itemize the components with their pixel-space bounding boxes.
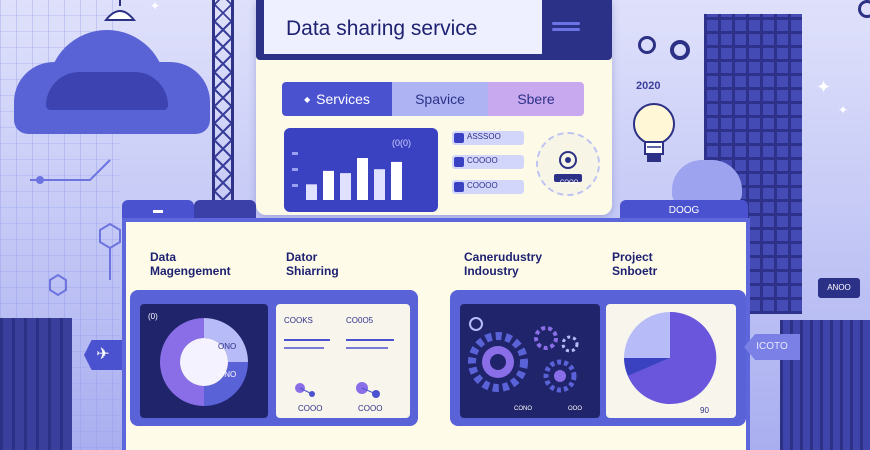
pie-value: 90 bbox=[700, 406, 709, 415]
tab-spavice[interactable]: Spavice bbox=[392, 82, 488, 116]
section-title-industry: Canerudustry Indoustry bbox=[464, 250, 543, 278]
window-tab-right[interactable]: DOOG bbox=[620, 200, 748, 222]
tag-badge[interactable]: ICOTO bbox=[744, 334, 800, 360]
sharing-lines bbox=[284, 339, 394, 349]
donut-corner-label: (0) bbox=[148, 312, 158, 321]
sparkle-icon: ✦ bbox=[816, 77, 832, 97]
crane-tower bbox=[212, 0, 234, 210]
sharing-item-label: COOKS bbox=[284, 316, 313, 325]
bar-chart bbox=[292, 152, 402, 200]
status-badge: ANOO bbox=[818, 278, 860, 298]
sharing-caption: COOO bbox=[358, 404, 383, 413]
lamp-icon bbox=[103, 0, 137, 21]
ring-icon bbox=[858, 0, 870, 18]
list-item[interactable]: COOOO bbox=[452, 155, 524, 169]
bar bbox=[340, 173, 351, 200]
cloud-hill bbox=[46, 72, 168, 110]
tab-label: Spavice bbox=[415, 91, 465, 107]
list-item-label: ASSSOO bbox=[467, 132, 501, 141]
section-title-project: Project Snboetr bbox=[612, 250, 658, 278]
sharing-item-label: CO0O5 bbox=[346, 316, 374, 325]
circuit-decoration bbox=[30, 159, 121, 297]
network-icon bbox=[295, 382, 380, 398]
tab-label: Sbere bbox=[517, 91, 555, 107]
tab-sbere[interactable]: Sbere bbox=[488, 82, 584, 116]
gear-icon bbox=[468, 317, 579, 393]
list-icon bbox=[454, 133, 464, 143]
cloud-small bbox=[672, 160, 742, 204]
bar bbox=[357, 158, 368, 200]
pie-chart bbox=[624, 311, 717, 404]
donut-label: ONO bbox=[218, 342, 237, 351]
list-item[interactable]: ASSSOO bbox=[452, 131, 524, 145]
sharing-caption: COOO bbox=[298, 404, 323, 413]
plane-icon[interactable]: ✈ bbox=[84, 340, 122, 370]
donut-card[interactable]: (0) ONO ONO bbox=[140, 304, 268, 418]
bar-caption: (0(0) bbox=[392, 138, 412, 148]
ring-icon bbox=[638, 36, 656, 54]
gears-card[interactable]: CONO OOO bbox=[460, 304, 600, 418]
bar-chart-panel bbox=[284, 128, 438, 212]
window-title: Data sharing service bbox=[264, 0, 542, 54]
list-icon bbox=[454, 157, 464, 167]
list-item-label: COOOO bbox=[467, 156, 498, 165]
section-title-sharing: Dator Shiarring bbox=[286, 250, 339, 278]
list-icon bbox=[454, 182, 464, 192]
year-label: 2020 bbox=[636, 80, 661, 92]
sparkle-icon: ✦ bbox=[838, 103, 849, 117]
lightbulb-icon bbox=[633, 103, 675, 162]
building-left bbox=[0, 318, 72, 450]
section-title-data-management: Data Magengement bbox=[150, 250, 231, 278]
donut-chart bbox=[160, 318, 248, 406]
axis-tick bbox=[292, 152, 298, 155]
tab-label: Services bbox=[316, 91, 370, 107]
dot-icon: ◆ bbox=[304, 95, 311, 105]
axis-tick bbox=[292, 168, 298, 171]
window-tab[interactable]: ▬ bbox=[122, 200, 194, 222]
bar bbox=[323, 170, 334, 200]
sharing-card[interactable]: COOKS CO0O5 COOO COOO bbox=[276, 304, 410, 418]
donut-label: ONO bbox=[218, 370, 237, 379]
ring-icon bbox=[670, 40, 690, 60]
tab-bar: ◆ Services Spavice Sbere bbox=[282, 82, 584, 116]
window-tab[interactable] bbox=[194, 200, 256, 222]
menu-icon[interactable] bbox=[552, 22, 580, 36]
list-item-label: COOOO bbox=[467, 181, 498, 190]
tab-services[interactable]: ◆ Services bbox=[282, 82, 392, 116]
list-item[interactable]: COOOO bbox=[452, 180, 524, 194]
gauge-icon: COOO bbox=[536, 132, 600, 196]
sparkle-icon: ✦ bbox=[150, 0, 161, 13]
pie-card[interactable]: 90 bbox=[606, 304, 736, 418]
bar bbox=[374, 169, 385, 200]
gear-caption: CONO bbox=[514, 406, 532, 412]
bar bbox=[391, 161, 402, 200]
gauge-label: COOO bbox=[560, 180, 579, 186]
axis-tick bbox=[292, 184, 298, 187]
bar bbox=[306, 184, 317, 200]
gear-caption: OOO bbox=[568, 406, 583, 412]
